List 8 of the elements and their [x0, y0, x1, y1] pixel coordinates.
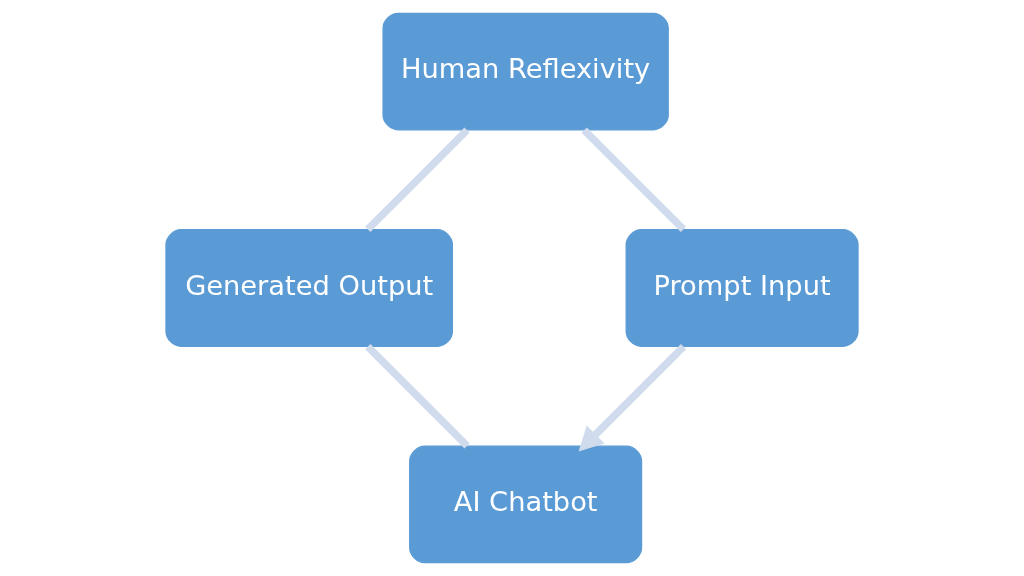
node-box: Human Reflexivity: [382, 12, 669, 131]
node-box: Prompt Input: [625, 229, 859, 347]
connector: [365, 127, 470, 233]
arrow: [578, 343, 687, 452]
node-box: Generated Output: [165, 229, 453, 347]
node-box: AI Chatbot: [409, 445, 643, 564]
connector: [365, 344, 470, 449]
connector: [581, 127, 687, 232]
